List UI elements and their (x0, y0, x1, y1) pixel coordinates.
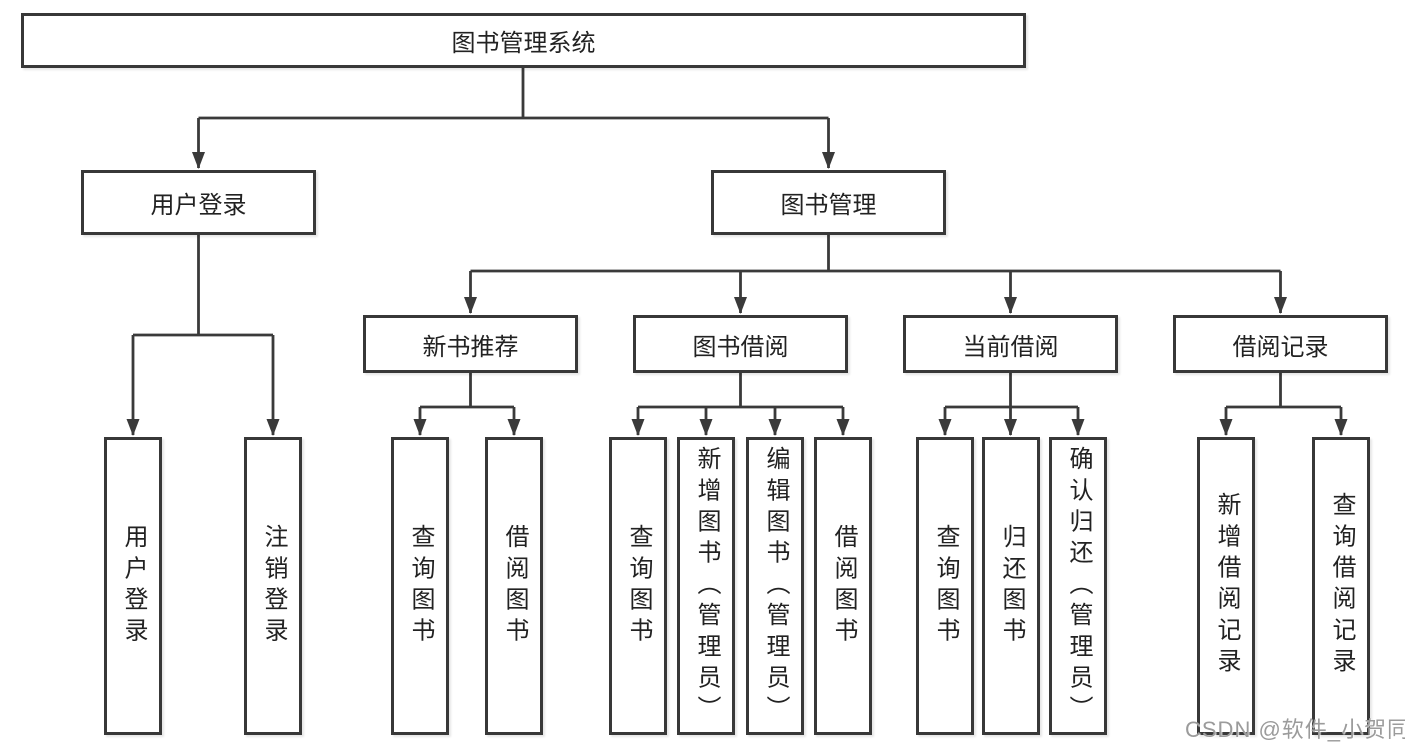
node-borrow-books-2: 借阅图书 (814, 437, 872, 735)
node-logout-leaf: 注销登录 (244, 437, 302, 735)
node-user-login: 用户登录 (81, 170, 316, 235)
node-label: 图书管理系统 (451, 30, 596, 57)
node-borrow-books-1: 借阅图书 (485, 437, 543, 735)
node-label: 查询图书 (625, 523, 652, 649)
connector-borrow-records-bar (1226, 373, 1341, 409)
csdn-watermark: CSDN @软件_小贺同学 (1185, 717, 1405, 742)
node-book-borrow: 图书借阅 (633, 315, 848, 373)
node-label: 注销登录 (260, 523, 287, 649)
node-label: 查询图书 (932, 523, 959, 649)
node-label: 用户登录 (120, 523, 147, 649)
connector-root-bar (198, 68, 829, 120)
node-user-login-leaf: 用户登录 (104, 437, 162, 735)
node-label: 新书推荐 (422, 333, 519, 361)
node-label: 借阅图书 (830, 523, 857, 649)
node-edit-books-admin: 编辑图书（管理员） (746, 437, 804, 735)
node-label: 确认归还（管理员） (1065, 445, 1092, 727)
node-borrow-records: 借阅记录 (1173, 315, 1388, 373)
node-query-books-2: 查询图书 (609, 437, 667, 735)
node-book-management: 图书管理 (711, 170, 946, 235)
node-query-borrow-record: 查询借阅记录 (1312, 437, 1370, 735)
node-label: 用户登录 (150, 192, 247, 219)
node-label: 编辑图书（管理员） (762, 445, 789, 727)
node-label: 归还图书 (998, 523, 1025, 649)
node-label: 查询图书 (407, 523, 434, 649)
node-return-books: 归还图书 (982, 437, 1040, 735)
node-query-books-3: 查询图书 (916, 437, 974, 735)
node-label: 新增借阅记录 (1213, 492, 1240, 680)
node-new-book-recommend: 新书推荐 (363, 315, 578, 373)
node-label: 新增图书（管理员） (693, 445, 720, 727)
node-library-system: 图书管理系统 (21, 13, 1026, 68)
connector-user-login-bar (133, 235, 273, 337)
node-add-books-admin: 新增图书（管理员） (677, 437, 735, 735)
connector-book-borrow-bar (638, 373, 843, 409)
connector-new-book-bar (420, 373, 514, 409)
node-label: 当前借阅 (962, 333, 1059, 361)
node-label: 图书管理 (780, 192, 877, 219)
node-label: 借阅记录 (1232, 333, 1329, 361)
connector-current-borrow-bar (945, 373, 1078, 409)
node-confirm-return-admin: 确认归还（管理员） (1049, 437, 1107, 735)
node-label: 查询借阅记录 (1328, 492, 1355, 680)
node-query-books-1: 查询图书 (391, 437, 449, 735)
node-add-borrow-record: 新增借阅记录 (1197, 437, 1255, 735)
node-label: 图书借阅 (692, 333, 789, 361)
connector-book-management-bar (470, 235, 1281, 273)
node-current-borrow: 当前借阅 (903, 315, 1118, 373)
node-label: 借阅图书 (501, 523, 528, 649)
